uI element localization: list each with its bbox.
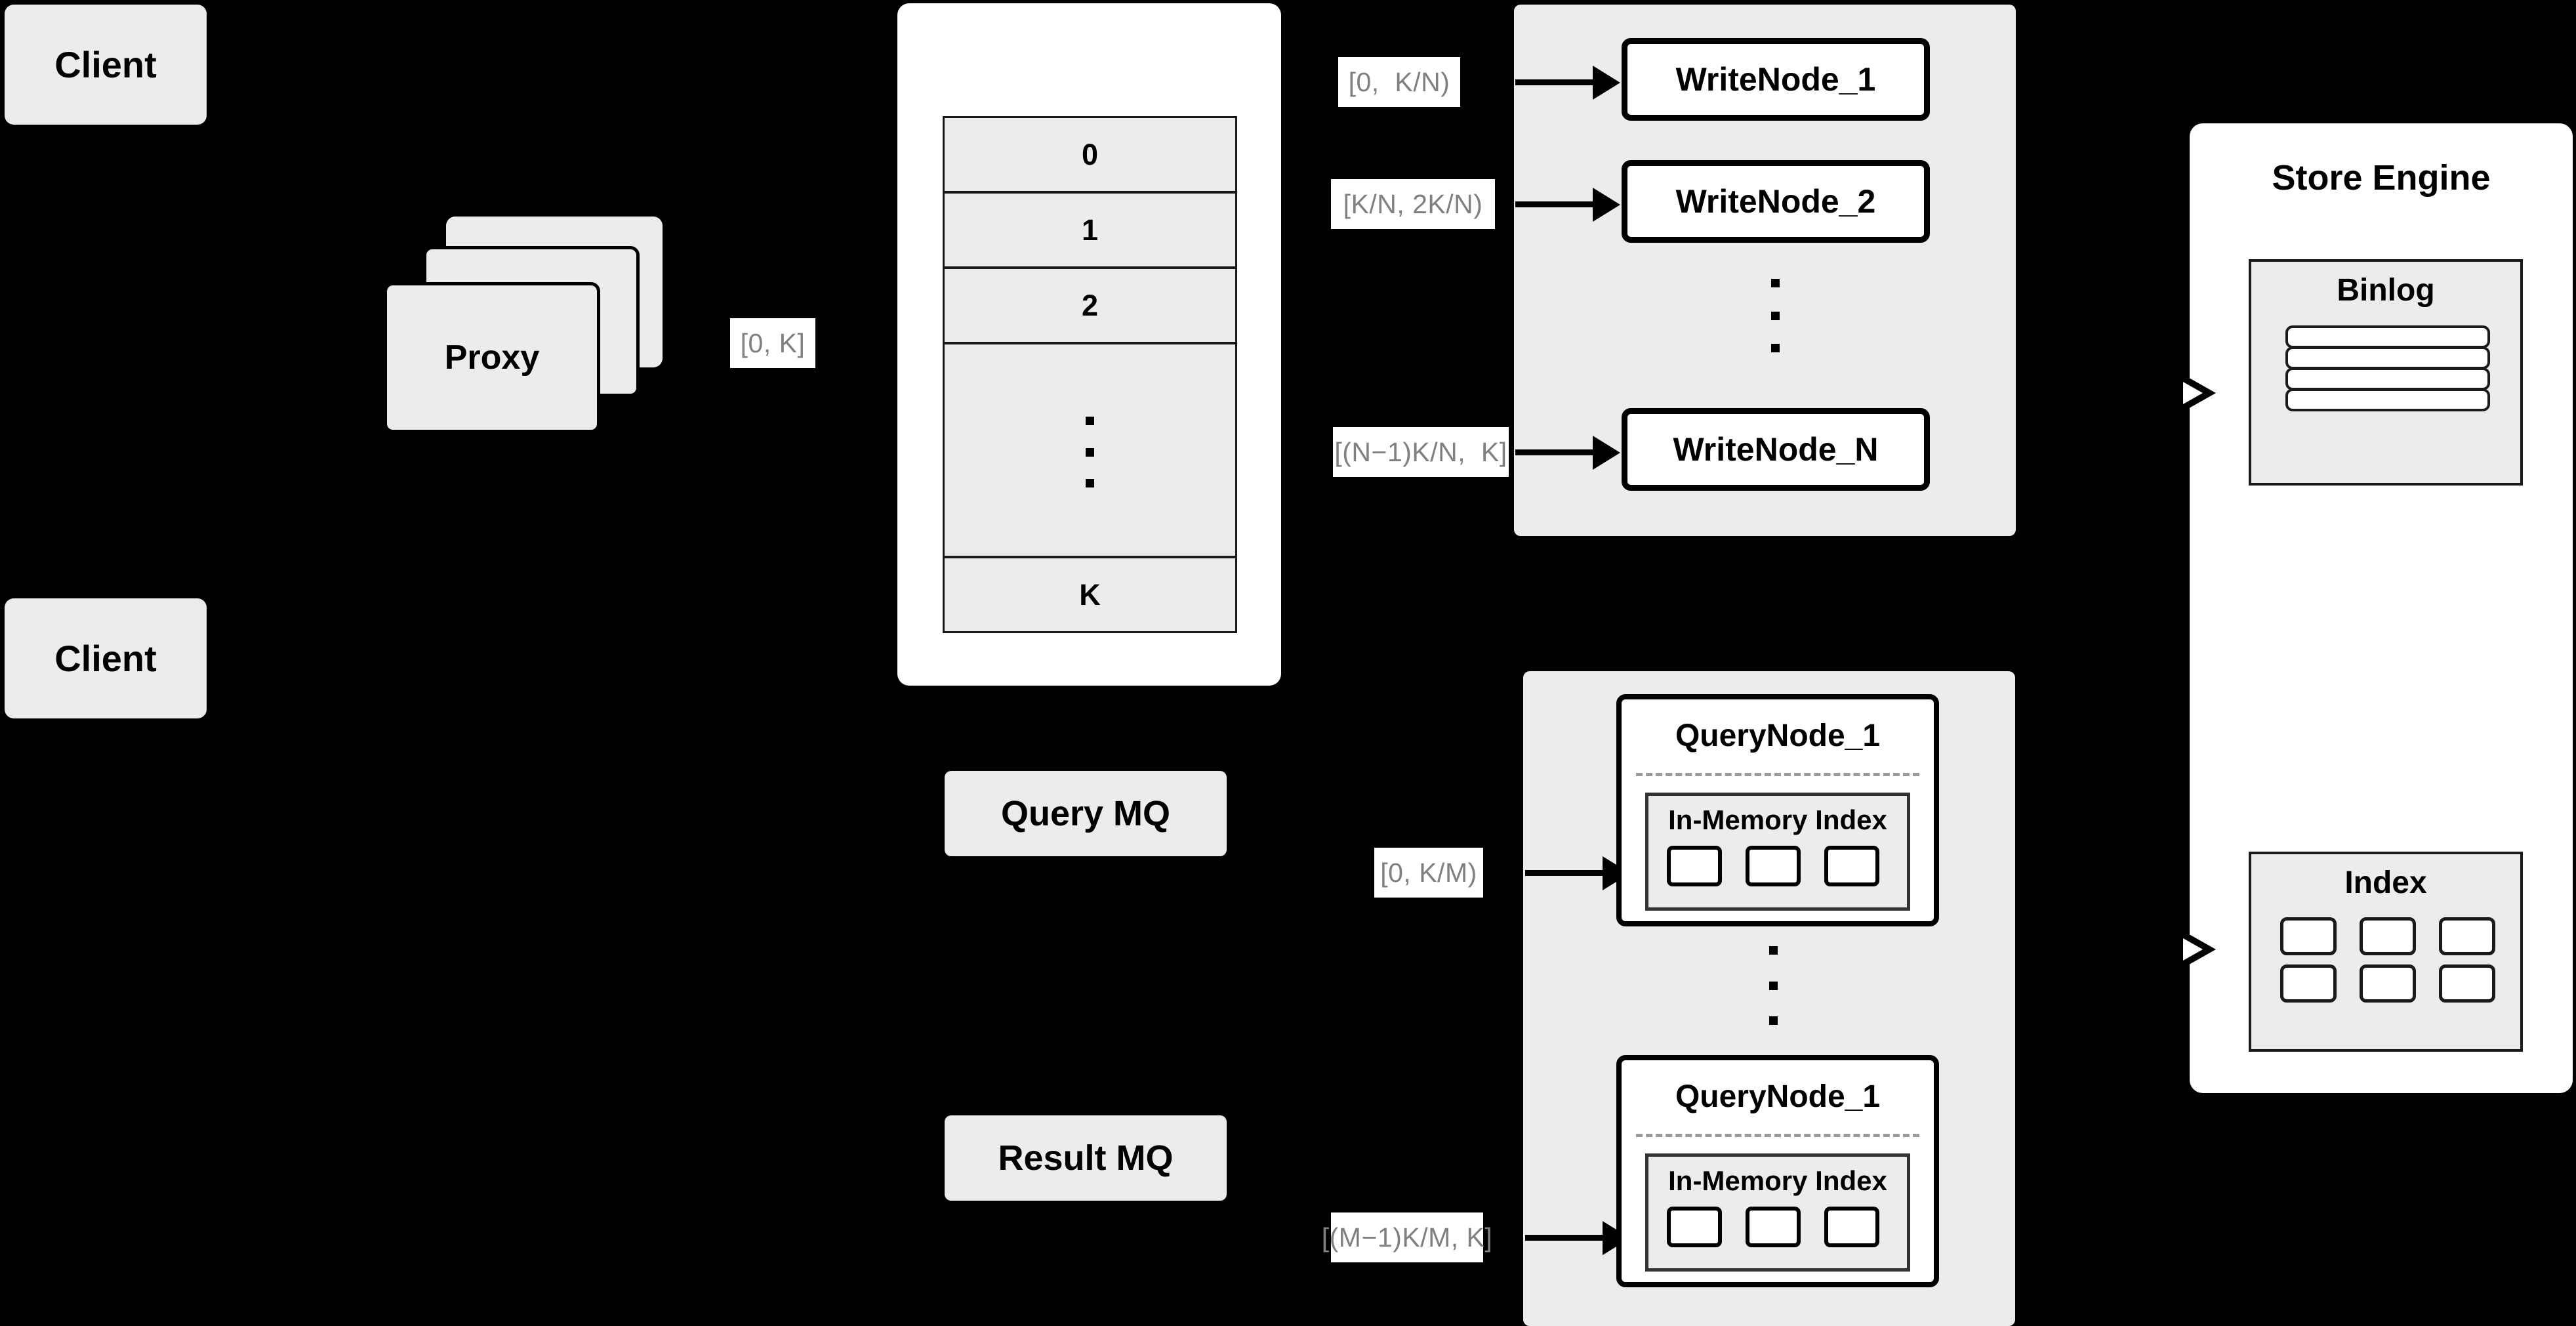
client-label-2: Client [54,638,157,679]
query-mq-box[interactable]: Query MQ [945,771,1227,856]
index-cell-r2c3 [2439,964,2495,1003]
write-node-2-label: WriteNode_2 [1675,183,1876,220]
query-node-1-inmemory-index-title: In-Memory Index [1668,804,1887,835]
proxy-label: Proxy [444,339,540,377]
index-panel: Index [2249,852,2523,1052]
index-cell-r2c2 [2360,964,2416,1003]
annotation-write-node-n-text: [(N−1)K/N, K] [1334,436,1507,467]
annotation-query-node-1-text: [0, K/M) [1380,857,1477,888]
annotation-query-node-m-text: [(M−1)K/M, K] [1321,1222,1493,1253]
arrow-line-query-node-1 [1525,870,1604,876]
index-cell-r1c1 [2280,917,2337,955]
index-cell-r1c2 [2360,917,2416,955]
arrow-line-query-node-m [1525,1235,1604,1241]
query-node-m-title: QueryNode_1 [1675,1079,1881,1114]
arrow-head-write-node-2 [1593,188,1620,222]
annotation-query-node-m: [(M−1)K/M, K] [1322,1212,1492,1262]
arrow-head-binlog [2183,376,2216,410]
wal-ellipsis-dots [1086,417,1094,487]
arrow-line-index [2140,946,2192,951]
client-box-2[interactable]: Client [5,598,207,718]
query-node-1-title: QueryNode_1 [1675,718,1881,753]
annotation-write-node-2-text: [K/N, 2K/N) [1343,188,1483,219]
annotation-write-node-2: [K/N, 2K/N) [1331,179,1495,229]
annotation-write-node-n: [(N−1)K/N, K] [1333,427,1509,477]
query-node-1[interactable]: QueryNode_1 In-Memory Index [1616,694,1939,926]
query-node-m-index-cell-1 [1667,1207,1722,1247]
index-cell-r2c1 [2280,964,2337,1003]
annotation-write-node-1-text: [0, K/N) [1348,66,1450,97]
arrow-head-write-node-1 [1593,66,1620,100]
query-node-m-separator [1636,1134,1919,1137]
write-node-n-label: WriteNode_N [1673,431,1879,468]
query-node-1-index-cell-2 [1746,846,1801,886]
result-mq-box[interactable]: Result MQ [945,1115,1227,1201]
index-cell-r1c3 [2439,917,2495,955]
query-node-1-index-cell-1 [1667,846,1722,886]
client-box-1[interactable]: Client [5,5,207,125]
write-node-n[interactable]: WriteNode_N [1622,408,1930,491]
arrow-line-write-node-1 [1515,79,1594,85]
query-node-m[interactable]: QueryNode_1 In-Memory Index [1616,1055,1939,1287]
annotation-proxy-to-wal: [0, K] [730,318,815,368]
query-node-m-index-cell-2 [1746,1207,1801,1247]
binlog-row-2 [2285,346,2490,369]
wal-row-k: K [943,556,1237,633]
arrow-line-write-node-2 [1515,201,1594,207]
wal-row-2-text: 2 [1081,288,1099,322]
binlog-panel: Binlog [2249,259,2523,486]
query-node-1-inmemory-index: In-Memory Index [1645,793,1910,911]
annotation-query-node-1: [0, K/M) [1374,848,1483,898]
binlog-title: Binlog [2337,273,2435,308]
wal-row-2: 2 [943,267,1237,344]
wal-row-0: 0 [943,116,1237,193]
client-label-1: Client [54,44,157,85]
write-node-1[interactable]: WriteNode_1 [1622,38,1930,121]
query-node-ellipsis-dots [1769,946,1778,1025]
annotation-write-node-1: [0, K/N) [1338,57,1460,107]
binlog-row-4 [2285,388,2490,411]
wal-row-0-text: 0 [1081,137,1099,171]
write-node-ellipsis-dots [1771,279,1780,352]
query-node-m-index-cell-3 [1824,1207,1879,1247]
index-title: Index [2344,865,2427,900]
query-mq-label: Query MQ [1000,794,1171,833]
store-engine-title: Store Engine [2272,158,2491,197]
wal-row-1: 1 [943,192,1237,268]
write-node-2[interactable]: WriteNode_2 [1622,160,1930,243]
query-node-m-inmemory-index-title: In-Memory Index [1668,1165,1887,1196]
result-mq-label: Result MQ [998,1138,1174,1178]
binlog-row-1 [2285,325,2490,348]
write-node-1-label: WriteNode_1 [1675,61,1876,98]
arrow-line-binlog [2140,390,2192,395]
arrow-line-write-node-n [1515,449,1594,455]
wal-row-1-text: 1 [1081,213,1099,247]
annotation-proxy-to-wal-text: [0, K] [740,327,806,358]
arrow-head-index [2183,932,2216,966]
query-node-1-index-cell-3 [1824,846,1879,886]
binlog-row-3 [2285,367,2490,390]
query-node-1-separator [1636,773,1919,776]
arrow-head-write-node-n [1593,436,1620,470]
wal-row-k-text: K [1079,577,1101,611]
proxy-box[interactable]: Proxy [384,282,600,433]
query-node-m-inmemory-index: In-Memory Index [1645,1153,1910,1272]
